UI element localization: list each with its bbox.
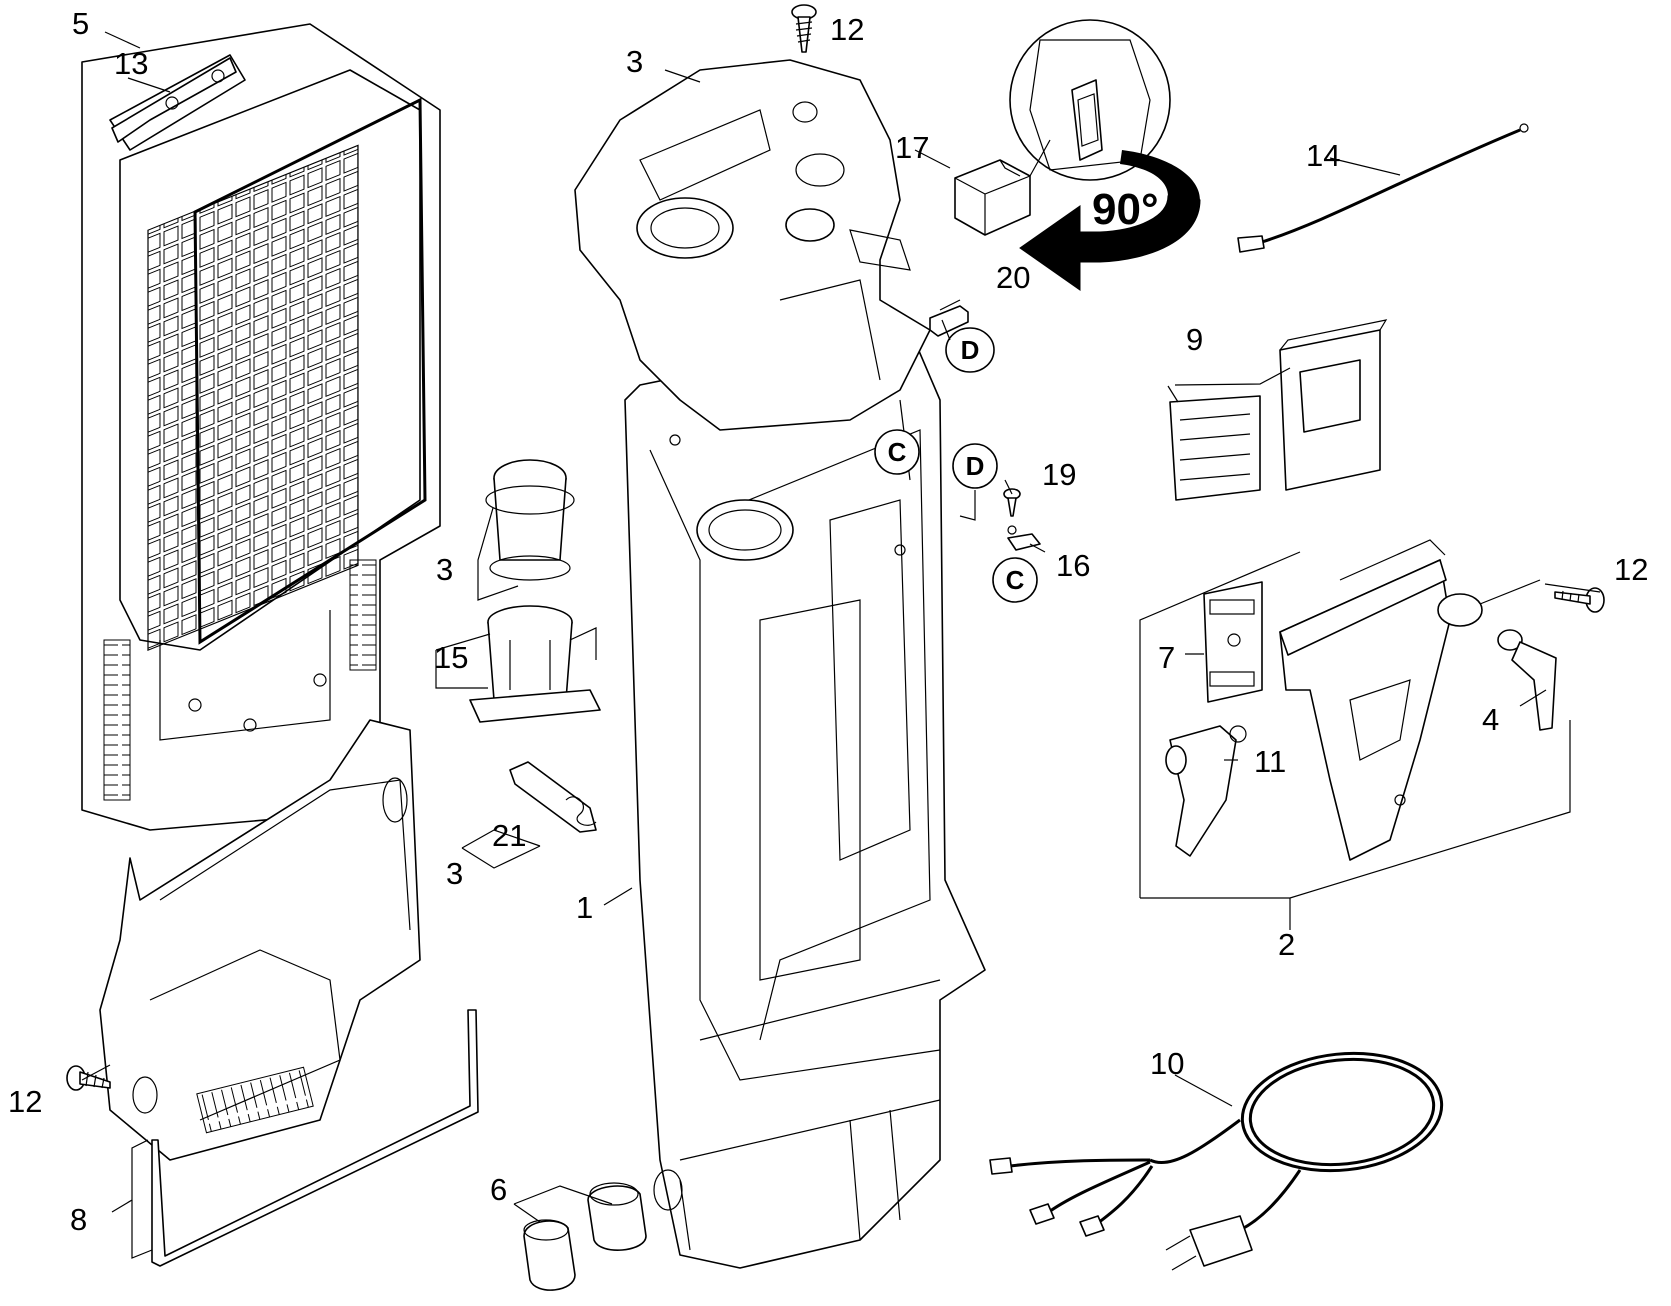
marker-d-lower-label: D [966,451,985,481]
callout-21: 21 [492,818,526,853]
callout-10: 10 [1150,1046,1184,1081]
reference-marker-c-terminal: C [992,557,1038,603]
part-20-clip [929,305,969,337]
part-13-bracket [111,57,237,143]
reference-marker-c-body: C [874,429,920,475]
callout-20: 20 [996,260,1030,295]
callout-9: 9 [1186,322,1203,357]
callout-3-tube: 3 [436,552,453,587]
part-14-wire [1237,123,1529,253]
callout-labels: 5 13 3 12 17 14 20 9 19 16 12 7 4 11 2 1… [8,6,1648,1237]
part-17-rocker-switch [954,159,1031,236]
part-11-lever [1165,725,1247,857]
part-12-screw-top [791,4,817,53]
rotation-arrow-icon [1019,150,1201,291]
part-1-main-body [624,329,986,1269]
callout-13: 13 [114,46,148,81]
callout-3-clip: 3 [446,856,463,891]
part-6-hose-clamps [523,1182,647,1291]
callout-12-right: 12 [1614,552,1648,587]
callout-19: 19 [1042,457,1076,492]
leader-lines [81,31,1601,1259]
callout-17: 17 [895,130,929,165]
lower-housing [99,719,421,1161]
marker-c-body-label: C [888,437,907,467]
callout-12-left: 12 [8,1084,42,1119]
reference-marker-d-upper: D [945,327,995,373]
rotation-angle-label: 90° [1092,185,1159,234]
part-16-terminal [1007,525,1041,551]
marker-c-terminal-label: C [1006,565,1025,595]
part-8-rod [151,1009,479,1267]
callout-7: 7 [1158,640,1175,675]
callout-12-top: 12 [830,12,864,47]
callout-8: 8 [70,1202,87,1237]
callout-2: 2 [1278,927,1295,962]
callout-14: 14 [1306,138,1340,173]
callout-3-top: 3 [626,44,643,79]
callout-4: 4 [1482,702,1499,737]
part-21-spring-clip [509,761,597,833]
callout-1: 1 [576,890,593,925]
callout-15: 15 [434,640,468,675]
part-4-knob [1497,629,1557,731]
part-12-screw-right [1554,587,1605,613]
part-12-screw-left [66,1065,111,1091]
callout-11: 11 [1254,744,1286,779]
marker-d-upper-label: D [961,335,980,365]
part-7-clip-plate [1203,581,1263,703]
part-9-control-module [1169,319,1388,501]
callout-6: 6 [490,1172,507,1207]
reference-marker-d-lower: D [952,443,998,489]
callout-16: 16 [1056,548,1090,583]
part-5-filter-cover [81,23,441,831]
part-2-handle-bracket [1279,539,1483,861]
part-10-power-cord [989,1051,1444,1271]
handle-top [574,59,931,431]
switch-detail-magnifier [1009,19,1171,181]
callout-5: 5 [72,6,89,41]
part-15-tube-assembly [469,459,601,723]
